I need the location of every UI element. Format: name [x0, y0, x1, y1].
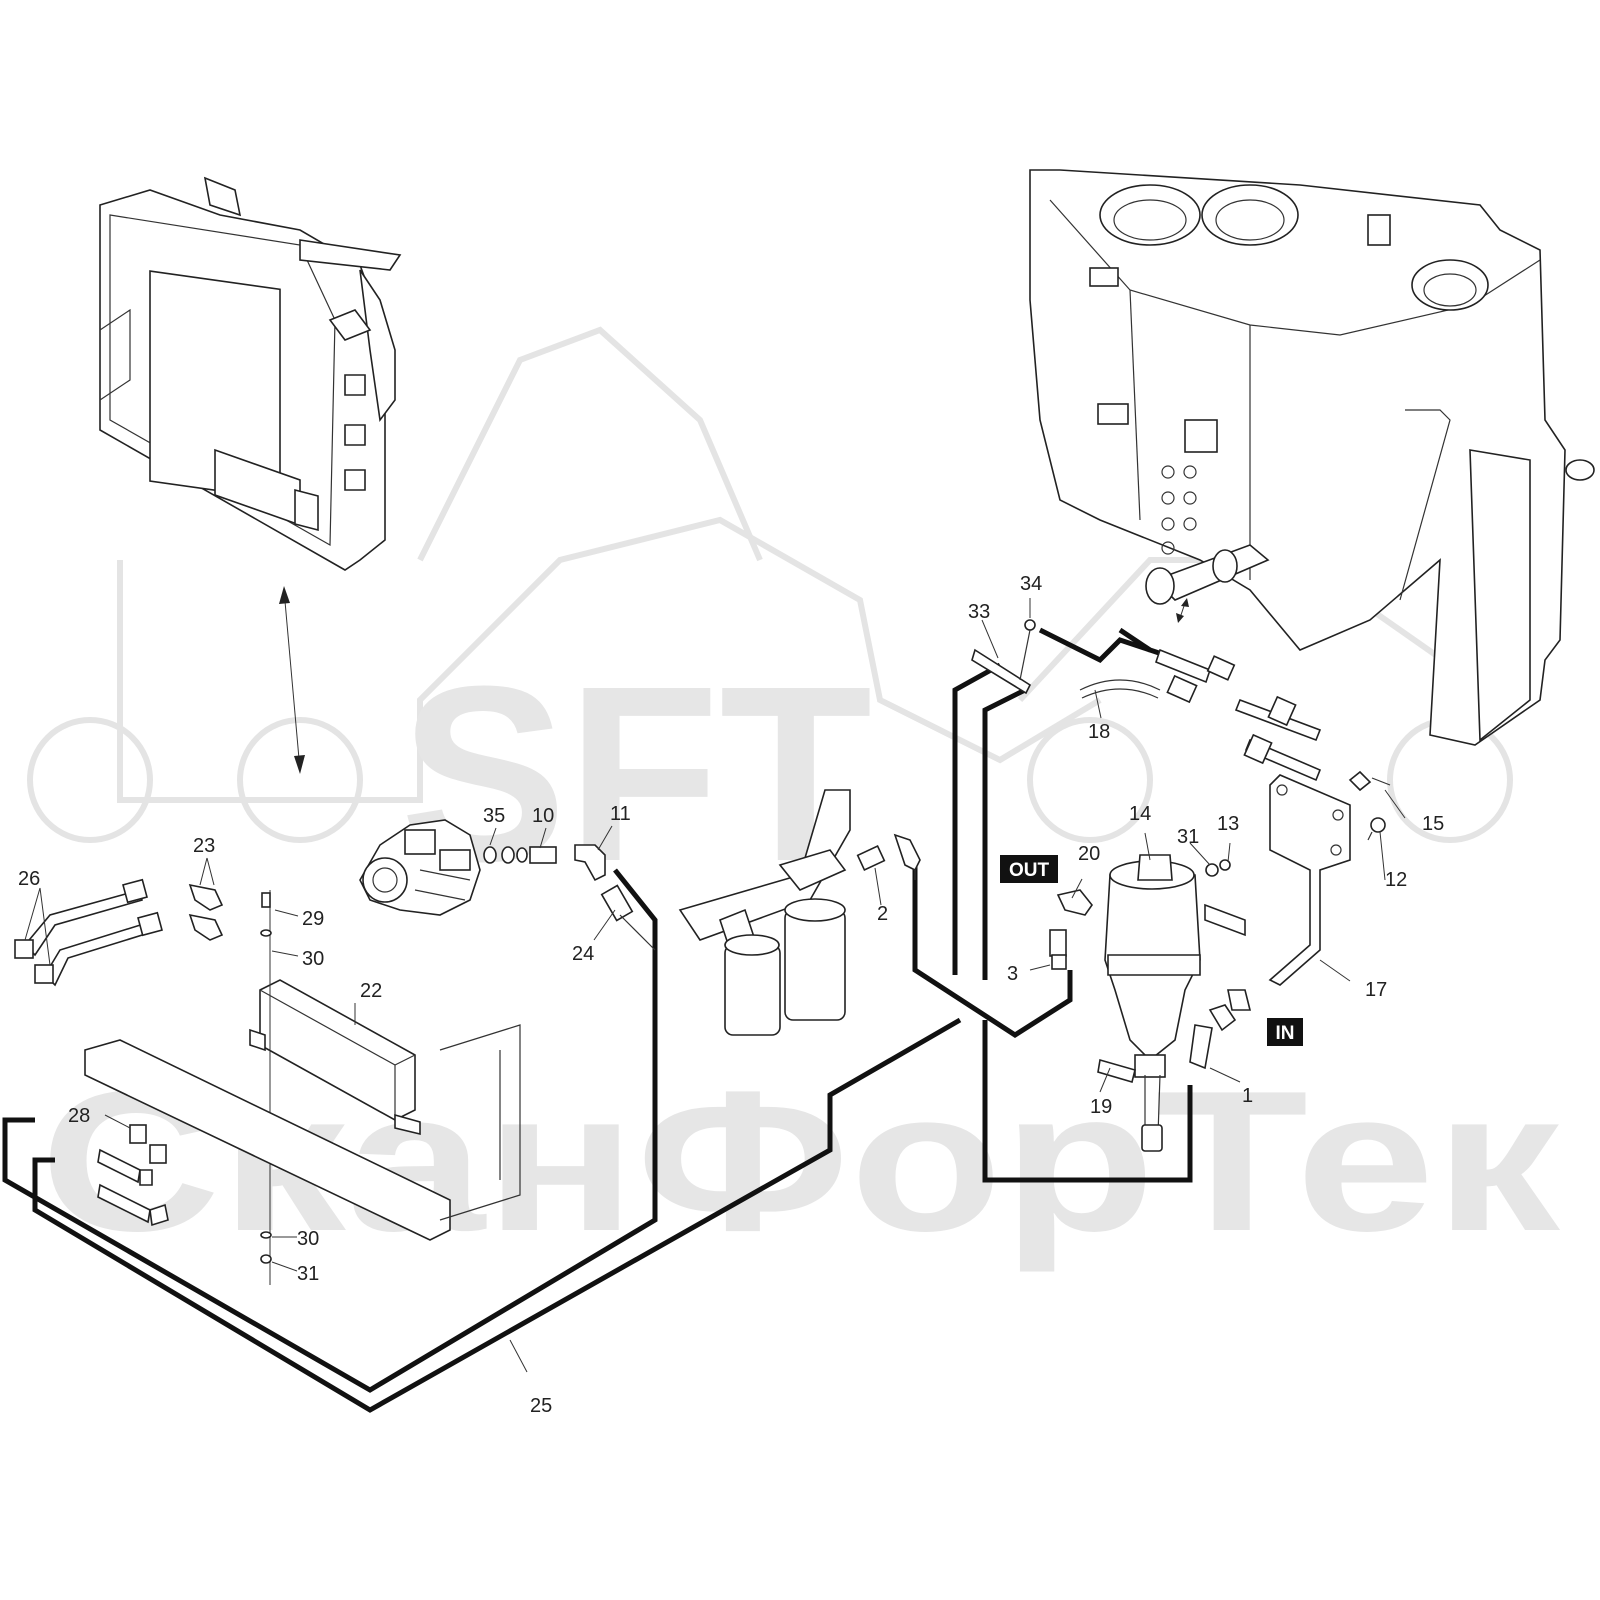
callout-10: 10 [532, 805, 554, 827]
fitting-10 [516, 846, 557, 864]
bracket-17 [1204, 774, 1351, 986]
bolt-12 [1367, 817, 1386, 841]
clip-33-34 [971, 619, 1036, 695]
fittings-23 [188, 883, 224, 941]
fitting-2 [856, 833, 921, 880]
callout-12: 12 [1385, 869, 1407, 891]
hose-supply [912, 627, 1193, 1183]
callout-17: 17 [1365, 979, 1387, 1001]
callout-1: 1 [1242, 1085, 1253, 1107]
callout-15: 15 [1422, 813, 1444, 835]
callout-33: 33 [968, 601, 990, 623]
lower-frame [84, 1024, 521, 1241]
callout-25: 25 [530, 1395, 552, 1417]
radiator-assembly [99, 176, 402, 571]
callouts: 1 2 3 10 11 12 13 14 15 17 18 19 20 22 2… [18, 573, 1444, 1417]
callout-35: 35 [483, 805, 505, 827]
dual-fuel-filter [678, 789, 851, 1036]
callout-3: 3 [1007, 963, 1018, 985]
elbow-1 [1189, 989, 1252, 1070]
leader-lines [24, 598, 1406, 1373]
callout-30-upper: 30 [302, 948, 324, 970]
fitting-3 [1051, 954, 1067, 970]
callout-34: 34 [1020, 573, 1042, 595]
callout-31-lower: 31 [297, 1263, 319, 1285]
in-tag-label: IN [1276, 1023, 1295, 1044]
callout-22: 22 [360, 980, 382, 1002]
hose-18 [1079, 648, 1322, 782]
chassis-bolt-holes [1161, 465, 1197, 555]
callout-23: 23 [193, 835, 215, 857]
oil-cooler-22 [249, 890, 421, 1285]
sensor-19 [1097, 1058, 1136, 1084]
hardware-29-30-31 [260, 892, 272, 1264]
water-separator-14 [1104, 854, 1201, 1152]
watermark-machine-outline [27, 326, 1513, 843]
out-tag-label: OUT [1009, 860, 1050, 881]
callout-26: 26 [18, 868, 40, 890]
callout-18: 18 [1088, 721, 1110, 743]
callout-2: 2 [877, 903, 888, 925]
callout-20: 20 [1078, 843, 1100, 865]
fitting-24 [600, 884, 656, 951]
callout-30-lower: 30 [297, 1228, 319, 1250]
callout-19: 19 [1090, 1096, 1112, 1118]
in-tag: IN [1267, 1018, 1303, 1046]
out-tag: OUT [1000, 855, 1058, 883]
callout-24: 24 [572, 943, 594, 965]
callout-29: 29 [302, 908, 324, 930]
hoses-26 [14, 878, 163, 987]
bolt-15 [1348, 770, 1391, 792]
washer-13-nut-31 [1205, 859, 1231, 877]
callout-28: 28 [68, 1105, 90, 1127]
hose-25 [2, 868, 962, 1413]
chassis-frame [1029, 169, 1595, 746]
callout-13: 13 [1217, 813, 1239, 835]
elbow-20 [1049, 889, 1093, 957]
fittings-28 [97, 1124, 169, 1227]
fitting-35 [483, 846, 515, 864]
callout-11: 11 [610, 803, 631, 825]
callout-31-upper: 31 [1177, 826, 1199, 848]
injection-pump [359, 819, 481, 916]
elbow-11 [574, 844, 606, 882]
updown-arrow [1176, 598, 1189, 623]
connection-arrow [279, 586, 305, 774]
callout-14: 14 [1129, 803, 1151, 825]
